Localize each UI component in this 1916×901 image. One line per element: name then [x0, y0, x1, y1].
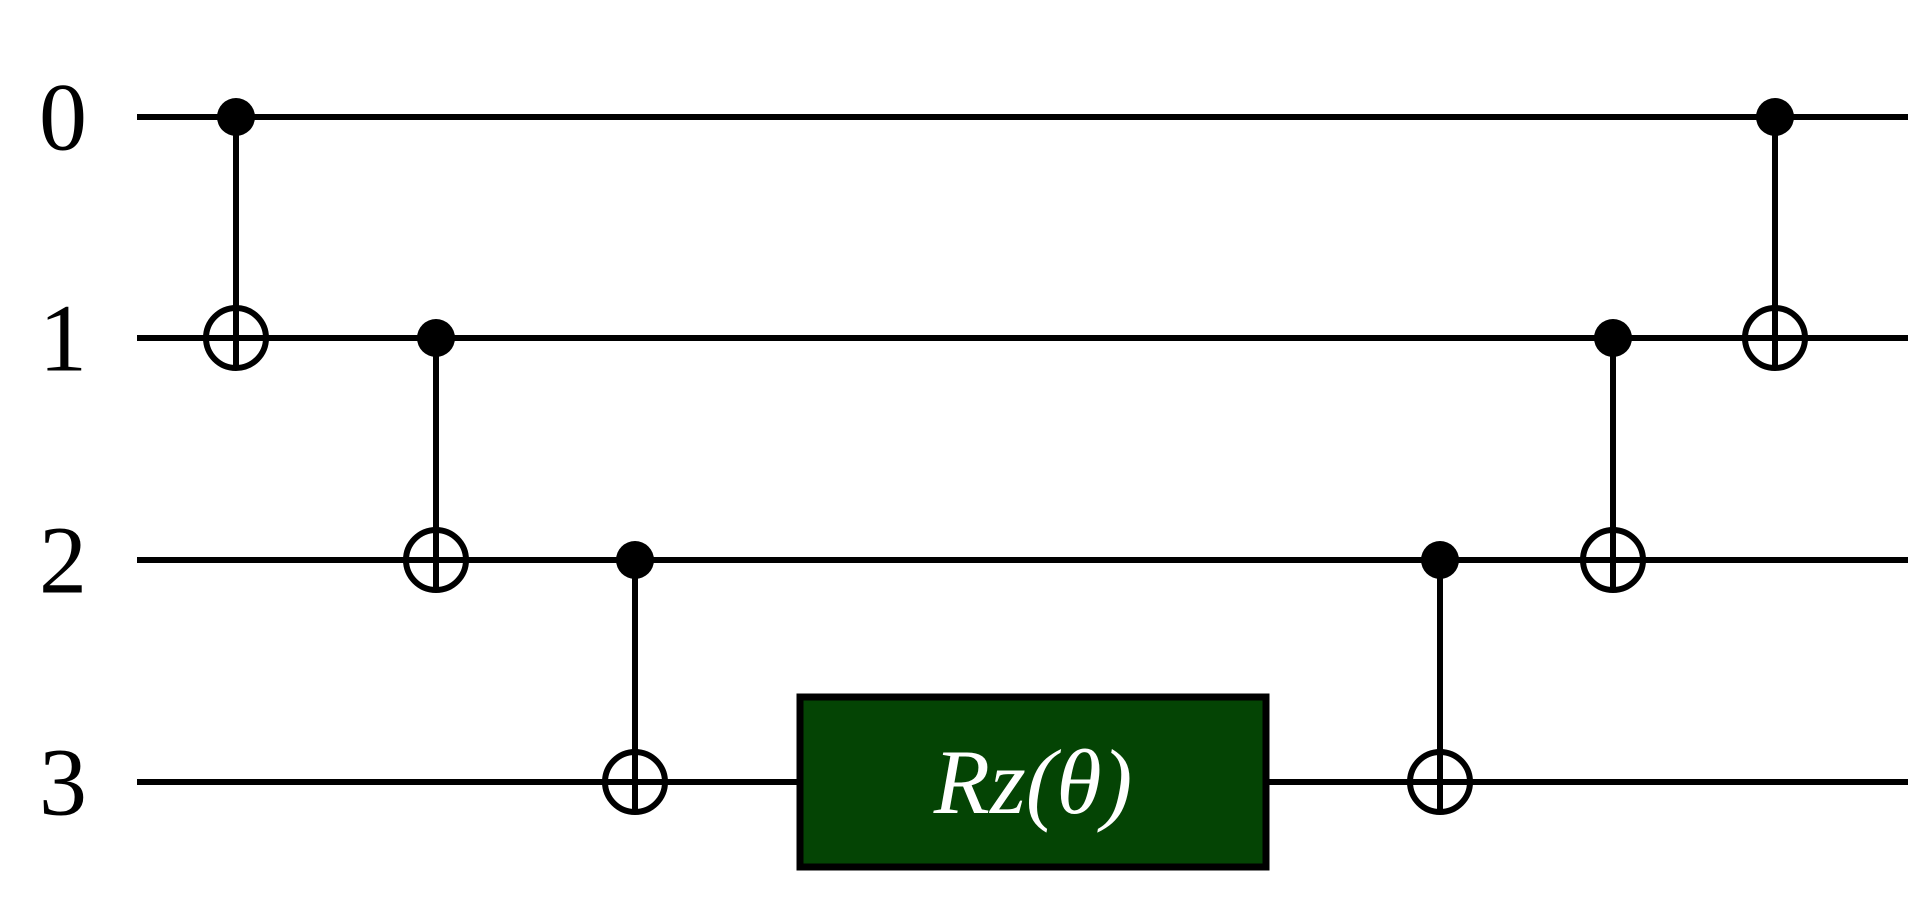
qubit-label-1: 1	[39, 285, 87, 392]
qubit-label-3: 3	[39, 729, 87, 836]
qubit-label-0: 0	[39, 64, 87, 171]
cnot-4[interactable]	[1407, 541, 1473, 815]
qubit-label-column: 0 1 2 3	[39, 64, 87, 836]
cnot-4-control-dot-icon[interactable]	[1421, 541, 1459, 579]
cnot-3[interactable]	[602, 541, 668, 815]
boxed-gate-group: Rz(θ)	[796, 693, 1270, 871]
cnot-1[interactable]	[203, 98, 269, 371]
cnot-gate-group	[203, 98, 1808, 815]
cnot-2[interactable]	[403, 319, 469, 593]
cnot-2-control-dot-icon[interactable]	[417, 319, 455, 357]
qubit-label-2: 2	[39, 507, 87, 614]
rz-theta-gate[interactable]: Rz(θ)	[796, 693, 1270, 871]
cnot-3-control-dot-icon[interactable]	[616, 541, 654, 579]
cnot-1-control-dot-icon[interactable]	[217, 98, 255, 136]
rz-theta-gate-box[interactable]	[796, 693, 1270, 871]
cnot-6-control-dot-icon[interactable]	[1756, 98, 1794, 136]
cnot-5-control-dot-icon[interactable]	[1594, 319, 1632, 357]
cnot-5[interactable]	[1580, 319, 1646, 593]
cnot-6[interactable]	[1742, 98, 1808, 371]
rz-theta-gate-label: Rz(θ)	[933, 731, 1132, 833]
